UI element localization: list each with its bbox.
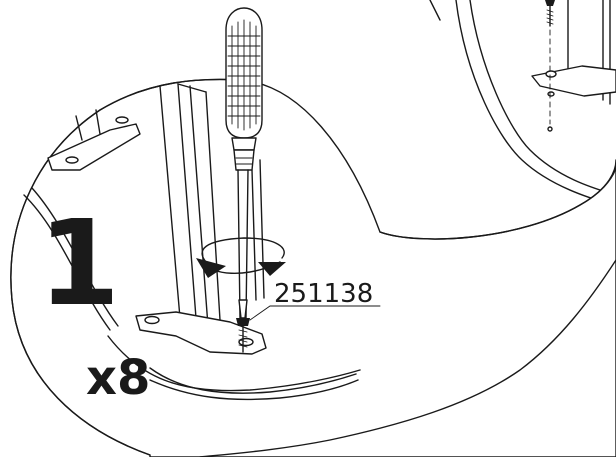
part-callout: 251138: [249, 279, 381, 321]
detail-zoom-bubble: [10, 78, 616, 457]
part-number-label: 251138: [274, 279, 373, 309]
screw-icon: [236, 318, 250, 353]
step-number: 1: [38, 194, 120, 332]
screw-icon: [545, 0, 555, 27]
rotate-clockwise-arrow-icon: [196, 237, 286, 278]
detail-furniture: [23, 83, 361, 401]
quantity-label: x8: [86, 350, 150, 406]
overview-furniture-view: [429, 0, 616, 207]
screwdriver-icon: [225, 7, 263, 319]
